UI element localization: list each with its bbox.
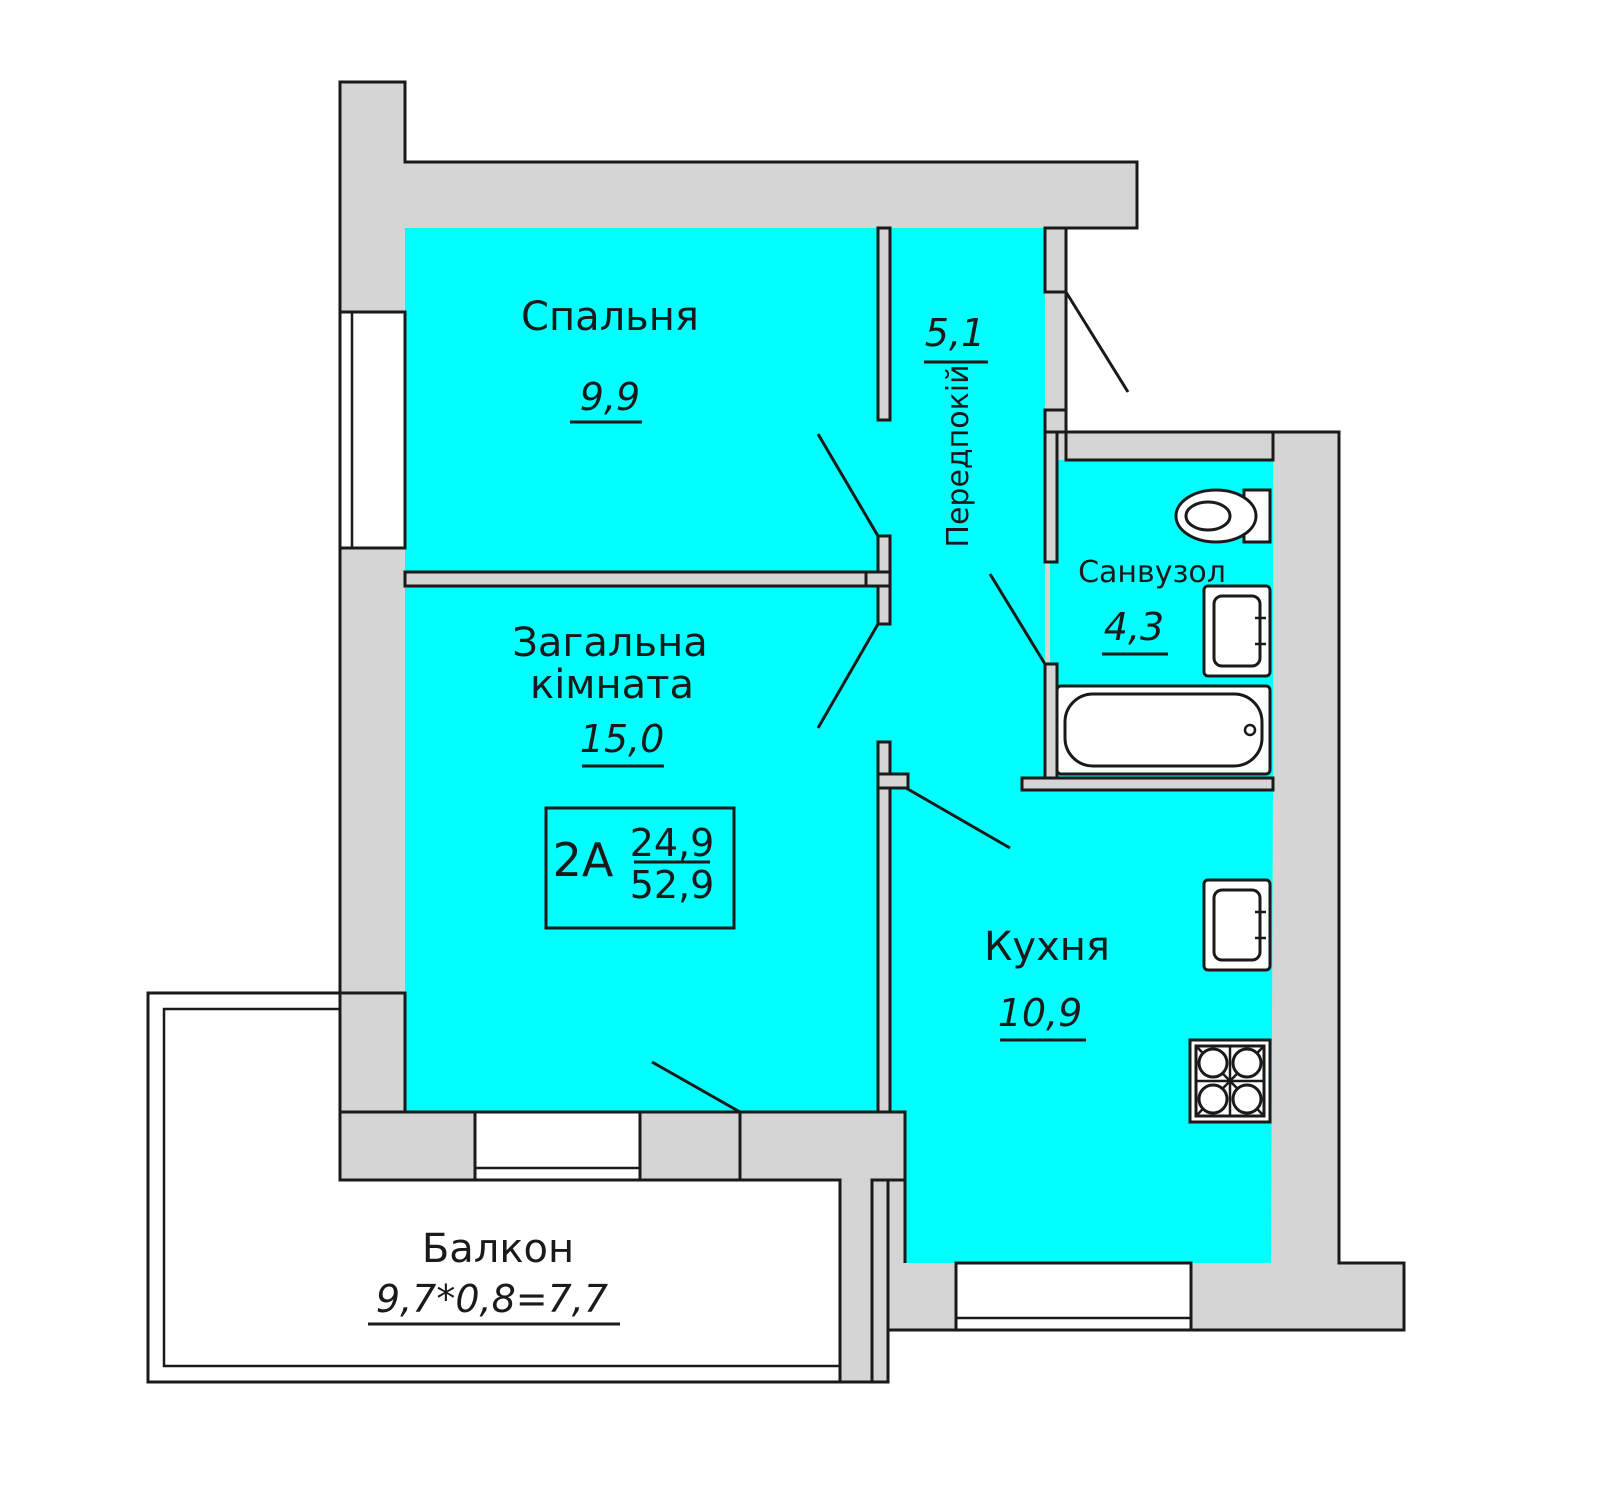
unit-info-box: 2А 24,9 52,9 bbox=[544, 806, 736, 930]
unit-total-area: 52,9 bbox=[630, 863, 715, 907]
door-balcony bbox=[651, 1060, 741, 1114]
window-living bbox=[473, 1110, 642, 1182]
bathroom-area: 4,3 bbox=[1104, 605, 1164, 649]
balcony-name: Балкон bbox=[422, 1226, 574, 1272]
bedroom-name: Спальня bbox=[521, 294, 699, 340]
living-area: 15,0 bbox=[580, 717, 665, 761]
wall-bedroom-living bbox=[403, 570, 880, 588]
door-bedroom bbox=[816, 433, 880, 537]
door-kitchen bbox=[905, 786, 1011, 850]
door-bathroom bbox=[988, 573, 1047, 665]
wall-hall-lower bbox=[876, 740, 892, 1114]
hallway-area: 5,1 bbox=[925, 311, 985, 355]
room-bedroom-fill bbox=[405, 228, 878, 572]
room-hallway-fill bbox=[878, 228, 1273, 1263]
wall-entry-stub-1 bbox=[1043, 226, 1068, 294]
wall-bath-left-lower bbox=[1043, 662, 1059, 780]
unit-living-area: 24,9 bbox=[630, 821, 715, 865]
kitchen-area: 10,9 bbox=[998, 991, 1083, 1035]
bedroom-area: 9,9 bbox=[580, 375, 640, 419]
room-living-fill bbox=[405, 586, 878, 1112]
wall-kitchen-door-stub bbox=[876, 772, 910, 790]
hallway-name: Передпокій bbox=[941, 364, 976, 547]
bathroom-sink-icon bbox=[1202, 584, 1272, 678]
wall-hall-upper bbox=[876, 226, 892, 422]
stove-icon bbox=[1188, 1038, 1272, 1124]
toilet-icon bbox=[1174, 488, 1272, 544]
wall-bath-kitchen bbox=[1020, 776, 1275, 792]
wall-balcony-left bbox=[338, 991, 407, 1114]
wall-hall-mid-cap bbox=[864, 570, 892, 588]
living-name-line2: кімната bbox=[530, 662, 694, 708]
kitchen-sink-icon bbox=[1202, 878, 1272, 972]
door-living bbox=[816, 623, 880, 729]
bathtub-icon bbox=[1055, 684, 1272, 776]
bathroom-name: Санвузол bbox=[1078, 555, 1226, 590]
window-kitchen bbox=[954, 1261, 1193, 1332]
wall-balcony-right bbox=[738, 1110, 907, 1384]
wall-entry-stub-2 bbox=[1043, 408, 1068, 434]
kitchen-name: Кухня bbox=[984, 924, 1110, 970]
unit-type: 2А bbox=[553, 833, 614, 887]
wall-bath-top bbox=[1064, 430, 1275, 462]
living-name-line1: Загальна bbox=[512, 620, 708, 666]
balcony-area: 9,7*0,8=7,7 bbox=[376, 1277, 608, 1321]
window-bedroom bbox=[338, 310, 407, 550]
door-entry bbox=[1064, 291, 1130, 393]
